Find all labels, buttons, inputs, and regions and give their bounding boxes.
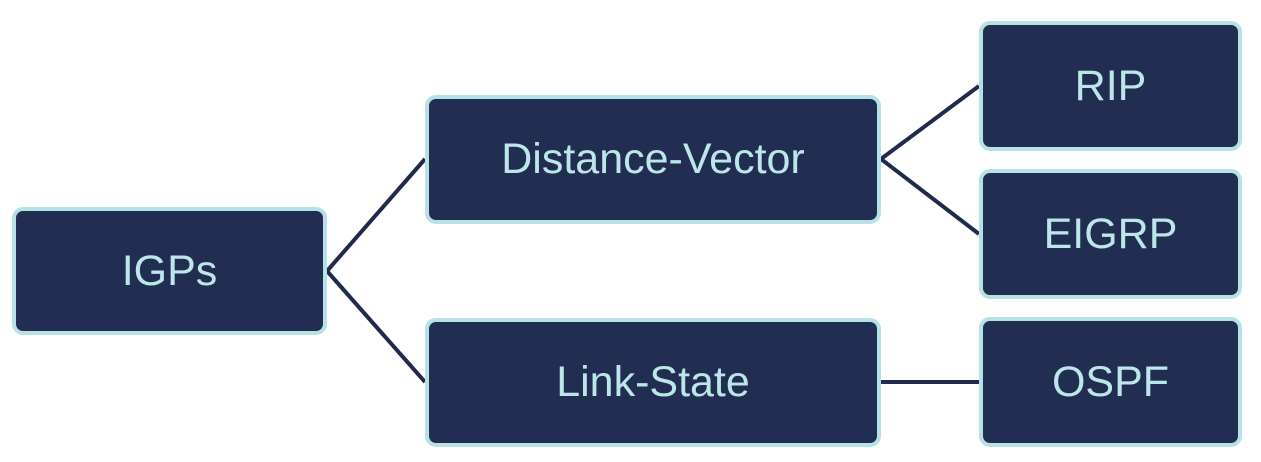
node-igps: IGPs (12, 207, 327, 335)
connector-igps-to-distance-vector (325, 157, 427, 273)
node-ospf-label: OSPF (1051, 357, 1170, 406)
node-rip-label: RIP (1074, 61, 1147, 110)
node-ospf: OSPF (979, 317, 1242, 447)
connector-igps-to-link-state (325, 269, 427, 384)
node-igps-label: IGPs (121, 246, 218, 295)
connector-distance-vector-to-rip (879, 84, 981, 161)
node-distance-vector-label: Distance-Vector (501, 135, 805, 183)
node-rip: RIP (979, 21, 1242, 151)
node-link-state: Link-State (425, 318, 881, 447)
node-link-state-label: Link-State (556, 358, 750, 406)
node-eigrp: EIGRP (979, 169, 1242, 299)
node-eigrp-label: EIGRP (1043, 209, 1178, 258)
node-distance-vector: Distance-Vector (425, 95, 881, 224)
connector-distance-vector-to-eigrp (879, 157, 981, 236)
